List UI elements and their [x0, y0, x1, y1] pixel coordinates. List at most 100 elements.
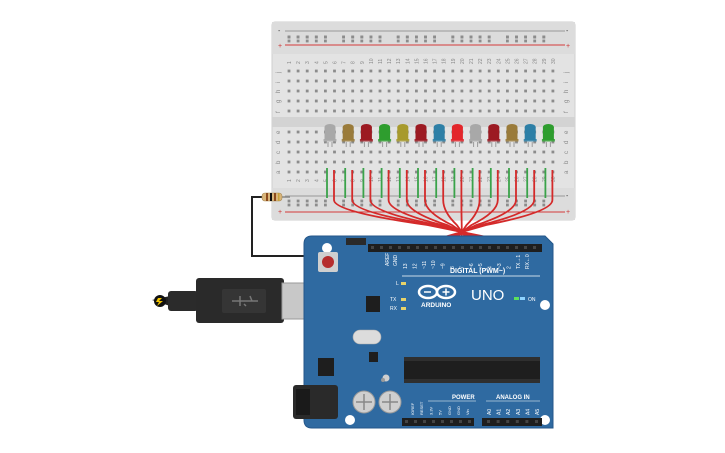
breadboard-hole [542, 170, 546, 174]
led[interactable] [541, 124, 555, 147]
breadboard-hole [442, 69, 446, 73]
led[interactable] [378, 124, 392, 147]
led-dome [433, 124, 445, 130]
digital-pin-label: TX→1 [516, 255, 522, 269]
column-number-top: 20 [460, 58, 466, 64]
on-led [514, 297, 519, 300]
breadboard-hole [533, 79, 537, 83]
led-body [488, 127, 500, 140]
breadboard-hole [369, 150, 373, 154]
red-wire[interactable] [351, 170, 513, 245]
resistor[interactable] [261, 192, 283, 202]
led[interactable] [505, 124, 519, 147]
led[interactable] [396, 124, 410, 147]
led[interactable] [469, 124, 483, 147]
breadboard-hole [351, 79, 355, 83]
header-pin [470, 246, 473, 249]
led[interactable] [341, 124, 355, 147]
rail-hole [506, 39, 509, 43]
red-wire[interactable] [369, 170, 505, 245]
breadboard-hole [415, 99, 418, 103]
rail-hole [524, 39, 527, 43]
red-wire[interactable] [442, 170, 472, 245]
breadboard-hole [415, 170, 418, 174]
breadboard-hole [314, 89, 318, 93]
breadboard-hole [360, 140, 364, 144]
led[interactable] [323, 124, 337, 147]
column-number-top: 17 [433, 58, 439, 64]
led[interactable] [523, 124, 537, 147]
column-number-top: 27 [524, 58, 530, 64]
breadboard-hole [387, 99, 391, 103]
rail-hole [415, 203, 418, 207]
column-number-bottom: 26 [515, 176, 521, 182]
led[interactable] [414, 124, 428, 147]
led-dome [542, 124, 554, 130]
breadboard[interactable]: jjiihhggffeeddccbbaa11223344556677889910… [271, 21, 576, 221]
rail-hole [542, 199, 546, 203]
red-wire[interactable] [333, 170, 521, 245]
reset-button[interactable] [322, 256, 334, 268]
column-number-bottom: 4 [314, 179, 320, 182]
header-pin [488, 246, 491, 249]
led-rx-label: RX [390, 306, 398, 312]
led-rim [414, 139, 428, 142]
red-wire[interactable] [405, 170, 488, 245]
breadboard-hole [305, 109, 309, 113]
header-pin [506, 420, 510, 423]
breadboard-hole [442, 89, 446, 93]
led[interactable] [432, 124, 446, 147]
header-pin [434, 246, 437, 249]
column-number-top: 26 [515, 58, 521, 64]
column-number-bottom: 24 [496, 176, 502, 182]
led[interactable] [487, 124, 501, 147]
led-group[interactable] [323, 124, 555, 147]
breadboard-hole [487, 69, 491, 73]
breadboard-hole [378, 170, 382, 174]
red-wire[interactable] [428, 170, 536, 245]
led-body [524, 127, 536, 140]
rail-hole [542, 39, 546, 43]
column-number-top: 23 [487, 58, 493, 64]
red-wire[interactable] [460, 170, 463, 245]
breadboard-hole [324, 109, 327, 113]
breadboard-hole [524, 99, 527, 103]
led[interactable] [450, 124, 464, 147]
header-pin [515, 420, 519, 423]
analog-pin-label: A5 [535, 409, 541, 415]
minus-sign-bottom-right: - [566, 193, 569, 200]
led[interactable] [359, 124, 373, 147]
breadboard-hole [433, 140, 436, 144]
header-pin [497, 246, 500, 249]
red-wire[interactable] [419, 170, 554, 245]
breadboard-hole [305, 130, 309, 134]
rail-hole [369, 39, 373, 43]
red-wire[interactable] [444, 170, 499, 245]
breadboard-hole [333, 99, 336, 103]
breadboard-hole [460, 99, 464, 103]
red-wire[interactable] [387, 170, 496, 245]
breadboard-hole [287, 130, 291, 134]
breadboard-hole [515, 109, 518, 113]
column-number-bottom: 2 [296, 179, 302, 182]
rail-hole [396, 39, 400, 43]
breadboard-hole [378, 79, 382, 83]
rail-hole [415, 199, 418, 203]
breadboard-hole [515, 140, 518, 144]
red-wire[interactable] [436, 170, 517, 245]
breadboard-hole [542, 160, 546, 164]
breadboard-hole [487, 99, 491, 103]
rail-hole [433, 35, 436, 39]
rail-hole [451, 203, 455, 207]
rail-hole [524, 35, 527, 39]
breadboard-hole [396, 69, 400, 73]
red-wires[interactable] [333, 170, 554, 245]
power-bolt-icon [156, 298, 163, 306]
led-rim [450, 139, 464, 142]
red-wire[interactable] [424, 170, 480, 245]
resistor-band-2 [270, 193, 272, 201]
red-wire[interactable] [452, 170, 481, 245]
bottom-header-pins [405, 420, 538, 423]
header-pin [380, 246, 383, 249]
